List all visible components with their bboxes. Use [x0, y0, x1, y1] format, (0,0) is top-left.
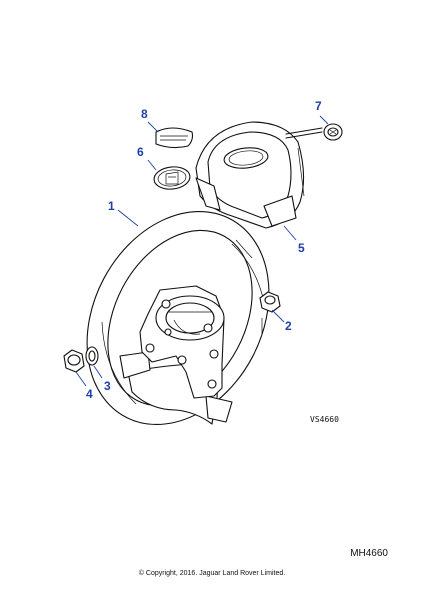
drawing-code: VS4660 [310, 415, 339, 424]
callout-4: 4 [86, 387, 93, 401]
callout-7: 7 [315, 99, 322, 113]
nut-4 [63, 349, 85, 373]
callout-1: 1 [108, 199, 115, 213]
copyright-notice: © Copyright, 2016. Jaguar Land Rover Lim… [138, 570, 286, 577]
nut-2 [259, 291, 281, 313]
hub-mounting-holes [145, 299, 219, 389]
callout-2: 2 [285, 319, 292, 333]
callout-8: 8 [141, 107, 148, 121]
leader-lines [75, 115, 329, 387]
callout-5: 5 [298, 241, 305, 255]
callout-3: 3 [104, 379, 111, 393]
callout-6: 6 [137, 145, 144, 159]
clip [285, 123, 343, 141]
sheet-id: MH4660 [350, 548, 388, 559]
badge [153, 166, 191, 190]
washer-3 [85, 346, 99, 366]
emblem [155, 127, 194, 149]
horn-pad [195, 121, 305, 229]
steering-wheel [86, 210, 270, 426]
